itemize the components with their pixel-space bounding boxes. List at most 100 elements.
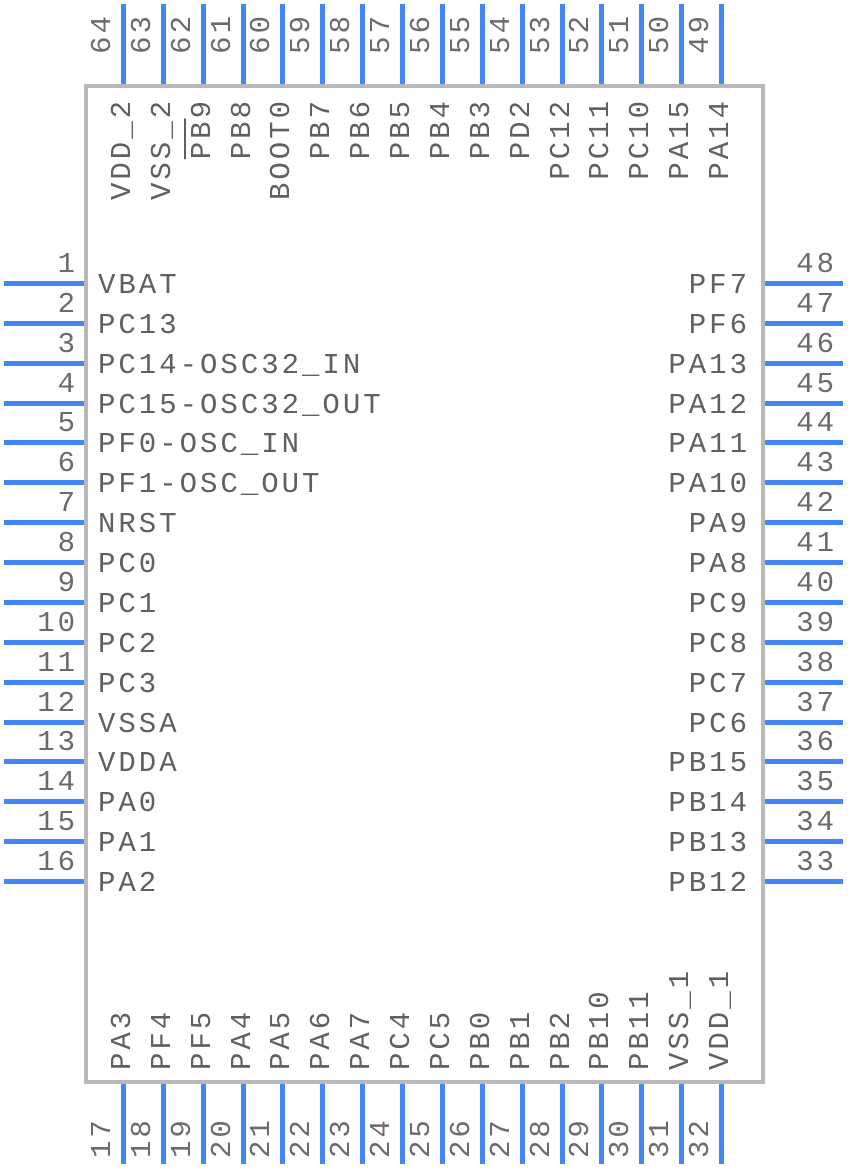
pin-name-47: PF6 [688, 308, 750, 342]
pin-number-48: 48 [796, 248, 837, 281]
pin-line-32 [719, 1084, 724, 1164]
pin-line-26 [479, 1084, 485, 1164]
pin-name-33: PB12 [668, 867, 750, 900]
pin-number-13: 13 [37, 726, 78, 760]
pin-number-5: 5 [57, 407, 78, 441]
pin-line-25 [439, 1084, 445, 1164]
pin-name-6: PF1-OSC_OUT [98, 468, 323, 502]
pin-name-30: PB11 [624, 988, 658, 1070]
pin-number-40: 40 [796, 566, 837, 600]
pin-line-42 [765, 520, 843, 526]
pin-name-24: PC4 [385, 1008, 419, 1070]
pin-number-62: 62 [165, 13, 199, 54]
pin-number-1: 1 [57, 248, 78, 281]
pin-name-32: VDD_1 [704, 967, 737, 1070]
pin-line-46 [765, 360, 843, 366]
pin-number-8: 8 [57, 527, 78, 561]
pin-line-22 [320, 1084, 326, 1164]
pin-line-55 [479, 4, 485, 84]
pin-number-45: 45 [796, 367, 837, 401]
pin-number-7: 7 [57, 487, 78, 521]
pin-name-26: PB0 [464, 1008, 498, 1070]
pin-name-10: PC2 [98, 627, 160, 661]
pin-line-21 [280, 1084, 286, 1164]
pin-number-41: 41 [796, 527, 837, 561]
pin-line-7 [4, 520, 84, 526]
ic-body-outline [84, 84, 765, 1084]
pin-name-54: PD2 [504, 98, 538, 160]
pin-name-3: PC14-OSC32_IN [98, 348, 364, 382]
pin-line-62 [200, 4, 206, 84]
pin-line-8 [4, 560, 84, 566]
pin-name-52: PC11 [584, 98, 618, 180]
pin-line-11 [4, 679, 84, 685]
pin-name-37: PC6 [688, 707, 750, 741]
pin-number-59: 59 [285, 13, 319, 54]
pin-name-14: PA0 [98, 787, 160, 821]
pin-line-64 [121, 4, 126, 84]
pin-name-1: VBAT [98, 269, 180, 302]
pin-line-52 [599, 4, 605, 84]
pin-name-8: PC0 [98, 548, 160, 582]
pin-name-4: PC15-OSC32_OUT [98, 388, 384, 422]
pin-name-31: VSS_1 [664, 967, 698, 1070]
pin-number-23: 23 [325, 1117, 359, 1158]
pin-line-20 [240, 1084, 246, 1164]
pin-name-53: PC12 [544, 98, 578, 180]
pin-name-60: BOOT0 [265, 98, 299, 201]
pin-name-38: PC7 [688, 667, 750, 701]
pin-number-35: 35 [796, 766, 837, 800]
pin-name-59: PB7 [305, 98, 339, 160]
pin-name-40: PC9 [688, 587, 750, 621]
pin-number-39: 39 [796, 606, 837, 640]
pin-line-63 [160, 4, 166, 84]
pin-name-44: PA11 [668, 428, 750, 462]
pin-number-34: 34 [796, 806, 837, 840]
pin-name-5: PF0-OSC_IN [98, 428, 303, 462]
pin-line-6 [4, 480, 84, 486]
pin-name-13: VDDA [98, 747, 180, 781]
pin-name-48: PF7 [688, 269, 750, 302]
pin-name-50: PA15 [664, 98, 698, 180]
pin-number-26: 26 [444, 1117, 478, 1158]
pin-name-63: VSS_2 [145, 98, 179, 201]
pin-number-28: 28 [524, 1117, 558, 1158]
pin-name-56: PB4 [424, 98, 458, 160]
pin-number-18: 18 [125, 1117, 159, 1158]
pin-name-12: VSSA [98, 707, 180, 741]
pin-name-62: PB9 [186, 98, 219, 358]
pin-number-12: 12 [37, 686, 78, 720]
pin-line-18 [160, 1084, 166, 1164]
pin-name-57: PB5 [385, 98, 419, 160]
pin-line-38 [765, 679, 843, 685]
pin-line-60 [280, 4, 286, 84]
pin-number-27: 27 [484, 1117, 518, 1158]
pin-line-48 [765, 281, 843, 286]
pin-line-44 [765, 440, 843, 446]
pin-name-41: PA8 [688, 548, 750, 582]
pin-line-40 [765, 599, 843, 605]
pin-name-17: PA3 [106, 1008, 139, 1070]
pin-number-47: 47 [796, 287, 837, 321]
pin-line-41 [765, 560, 843, 566]
pin-line-31 [679, 1084, 685, 1164]
pin-name-34: PB13 [668, 827, 750, 861]
pin-name-9: PC1 [98, 587, 160, 621]
pin-number-15: 15 [37, 806, 78, 840]
pin-name-11: PC3 [98, 667, 160, 701]
pin-line-39 [765, 639, 843, 645]
pin-number-53: 53 [524, 13, 558, 54]
pin-name-45: PA12 [668, 388, 750, 422]
pin-name-18: PF4 [145, 1008, 179, 1070]
pin-line-19 [200, 1084, 206, 1164]
pin-line-24 [400, 1084, 406, 1164]
pin-name-23: PA7 [345, 1008, 379, 1070]
pin-number-24: 24 [365, 1117, 399, 1158]
pin-name-22: PA6 [305, 1008, 339, 1070]
pin-name-20: PA4 [225, 1008, 259, 1070]
pin-number-16: 16 [37, 846, 78, 879]
pin-line-23 [360, 1084, 366, 1164]
pin-line-45 [765, 400, 843, 406]
pin-name-15: PA1 [98, 827, 160, 861]
pin-number-38: 38 [796, 646, 837, 680]
